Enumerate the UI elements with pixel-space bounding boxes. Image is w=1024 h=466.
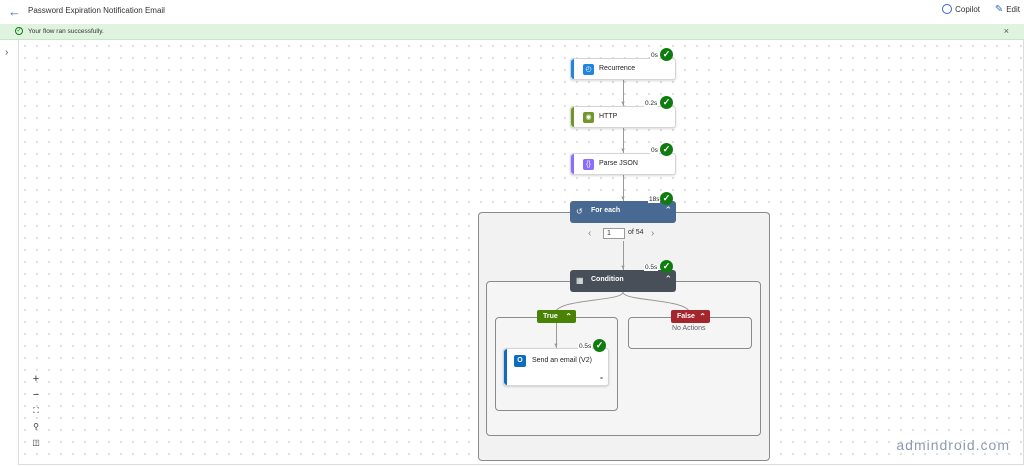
connector: [623, 128, 624, 153]
iteration-input[interactable]: 1: [603, 228, 625, 239]
action-label: Send an email (V2): [532, 357, 592, 364]
edit-label: Edit: [1006, 5, 1020, 14]
accent-bar: [571, 154, 574, 174]
flow-title: Password Expiration Notification Email: [28, 6, 165, 15]
duration-label: 0.2s: [644, 100, 659, 107]
loop-icon: ↺: [576, 207, 583, 216]
condition-icon: ▦: [576, 276, 584, 285]
close-icon[interactable]: ×: [1003, 26, 1009, 36]
condition-header[interactable]: ▦ Condition ⌃: [570, 270, 676, 292]
zoom-in-button[interactable]: +: [32, 373, 40, 385]
no-actions-text: No Actions: [672, 325, 706, 332]
duration-label: 0.5s: [578, 343, 593, 350]
zoom-out-button[interactable]: −: [32, 389, 40, 401]
braces-icon: {}: [583, 159, 594, 170]
send-email-action[interactable]: O Send an email (V2) ⚭: [503, 348, 609, 386]
accent-bar: [571, 107, 574, 127]
connector: [556, 323, 557, 348]
arrow-down-icon: ▼: [620, 148, 626, 154]
success-check-icon: ✓: [660, 260, 673, 273]
condition-label: Condition: [591, 276, 624, 283]
false-label: False: [677, 313, 695, 320]
chevron-up-icon[interactable]: ⌃: [699, 312, 706, 321]
connector: [623, 241, 624, 270]
outlook-icon: O: [514, 355, 526, 367]
parse-json-action[interactable]: {} Parse JSON: [570, 153, 676, 175]
accent-bar: [504, 349, 507, 385]
zoom-controls: + − ⛶ ⚲ ◫: [27, 371, 45, 451]
watermark: admindroid.com: [896, 437, 1010, 453]
iteration-total: of 54: [628, 229, 644, 236]
link-icon: ⚭: [598, 376, 604, 382]
copilot-button[interactable]: Copilot: [942, 4, 980, 14]
chevron-up-icon[interactable]: ⌃: [664, 205, 672, 215]
success-check-icon: ✓: [593, 339, 606, 352]
copilot-icon: [942, 4, 953, 14]
action-label: Recurrence: [599, 65, 636, 72]
for-each-header[interactable]: ↺ For each ⌃: [570, 201, 676, 223]
success-check-icon: ✓: [660, 143, 673, 156]
check-circle-icon: ✓: [15, 27, 23, 35]
success-banner: ✓ Your flow ran successfully. ×: [0, 24, 1024, 40]
recurrence-action[interactable]: ◴ Recurrence: [570, 58, 676, 80]
chevron-up-icon[interactable]: ⌃: [664, 274, 672, 284]
accent-bar: [571, 59, 574, 79]
arrow-down-icon: ▼: [620, 196, 626, 202]
chevron-left-icon[interactable]: ‹: [588, 228, 592, 239]
connector: [623, 80, 624, 106]
arrow-down-icon: ▼: [553, 343, 559, 349]
true-label: True: [543, 313, 558, 320]
chevron-up-icon[interactable]: ⌃: [565, 312, 572, 321]
duration-label: 0s: [650, 147, 659, 154]
connector: [623, 175, 624, 201]
success-check-icon: ✓: [660, 192, 673, 205]
success-check-icon: ✓: [660, 96, 673, 109]
duration-label: 0.5s: [644, 264, 659, 271]
true-branch-header[interactable]: True ⌃: [537, 310, 576, 323]
arrow-left-icon[interactable]: ←: [8, 4, 21, 19]
top-bar: ← Password Expiration Notification Email…: [0, 0, 1024, 25]
copilot-label: Copilot: [955, 4, 980, 14]
http-action[interactable]: ◉ HTTP: [570, 106, 676, 128]
globe-icon: ◉: [583, 112, 594, 123]
pencil-icon: ✎: [994, 4, 1004, 15]
for-each-label: For each: [591, 207, 621, 214]
search-icon[interactable]: ⚲: [33, 422, 39, 431]
duration-label: 18s: [648, 196, 661, 203]
chevron-right-icon[interactable]: ›: [651, 228, 655, 239]
duration-label: 0s: [650, 52, 659, 59]
banner-message: Your flow ran successfully.: [28, 28, 104, 35]
clock-icon: ◴: [583, 64, 594, 75]
arrow-down-icon: ▼: [620, 101, 626, 107]
edit-button[interactable]: ✎ Edit: [995, 4, 1020, 15]
chevron-right-icon[interactable]: ›: [5, 47, 9, 58]
false-branch-header[interactable]: False ⌃: [671, 310, 710, 323]
arrow-down-icon: ▼: [620, 265, 626, 271]
success-check-icon: ✓: [660, 48, 673, 61]
action-label: Parse JSON: [599, 160, 638, 167]
action-label: HTTP: [599, 113, 618, 120]
fit-view-icon[interactable]: ⛶: [33, 406, 39, 415]
minimap-icon[interactable]: ◫: [32, 438, 40, 447]
branch-connectors: [554, 292, 691, 315]
